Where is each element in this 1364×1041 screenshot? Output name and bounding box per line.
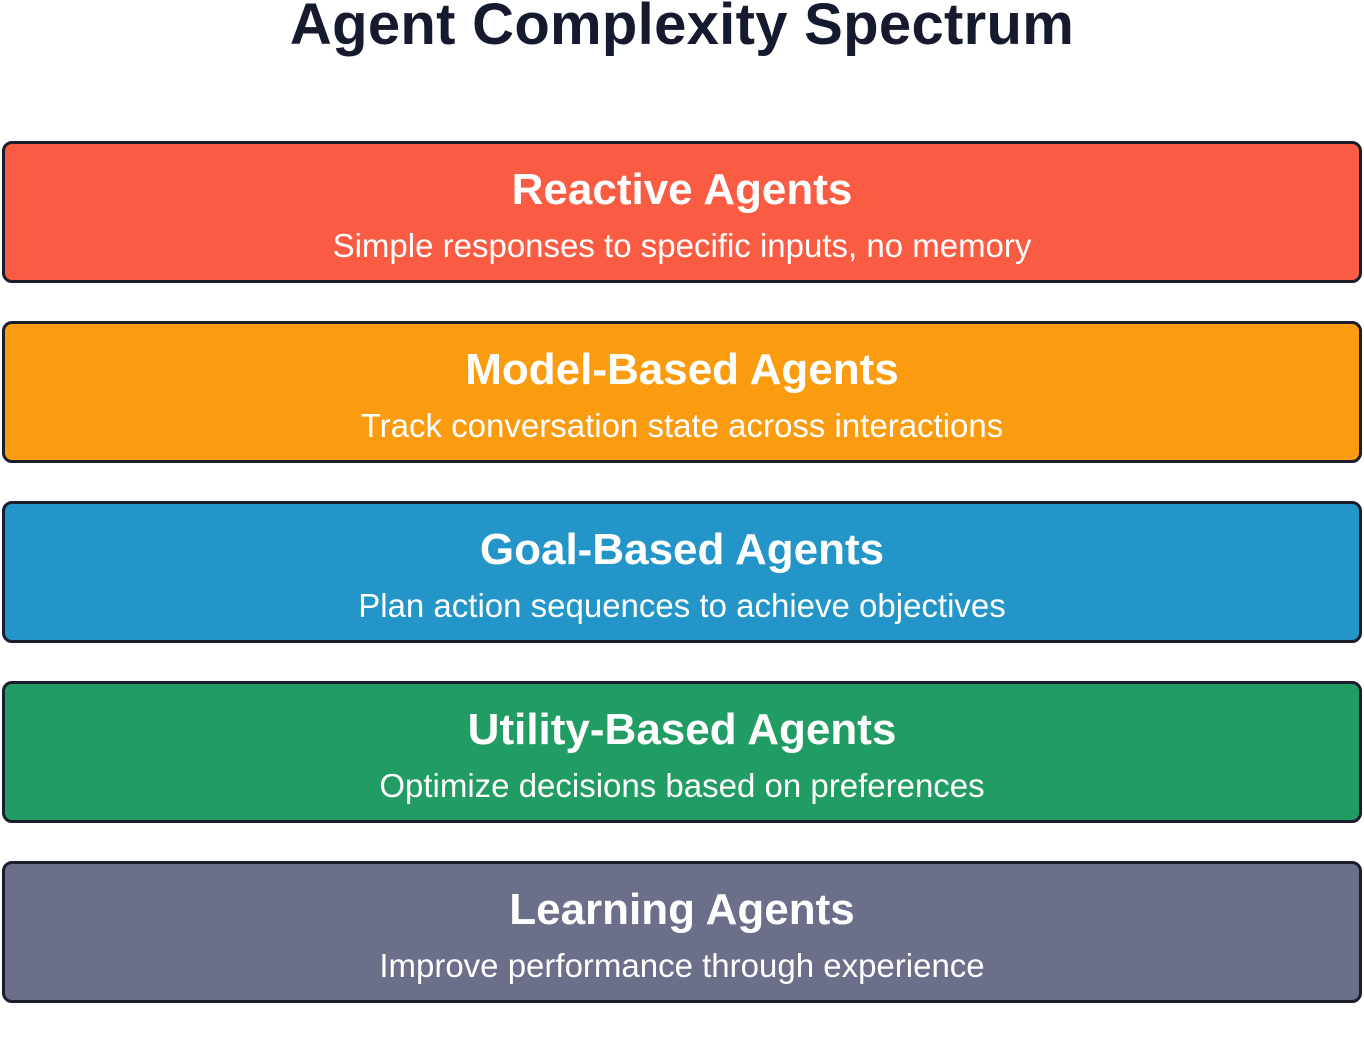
level-name: Model-Based Agents: [465, 345, 899, 394]
level-description: Plan action sequences to achieve objecti…: [358, 587, 1006, 624]
level-description: Improve performance through experience: [379, 947, 985, 984]
level-learning-agents: Learning Agents Improve performance thro…: [2, 861, 1362, 1003]
complexity-levels: Reactive Agents Simple responses to spec…: [2, 141, 1362, 1041]
level-name: Goal-Based Agents: [479, 525, 885, 574]
level-name: Utility-Based Agents: [467, 705, 897, 754]
level-goal-based-agents: Goal-Based Agents Plan action sequences …: [2, 501, 1362, 643]
level-name: Reactive Agents: [511, 165, 853, 214]
level-description: Track conversation state across interact…: [360, 407, 1004, 444]
level-name: Learning Agents: [509, 885, 855, 934]
level-model-based-agents: Model-Based Agents Track conversation st…: [2, 321, 1362, 463]
level-description: Simple responses to specific inputs, no …: [332, 227, 1032, 264]
diagram-title: Agent Complexity Spectrum: [289, 0, 1075, 57]
level-description: Optimize decisions based on preferences: [379, 767, 985, 804]
level-reactive-agents: Reactive Agents Simple responses to spec…: [2, 141, 1362, 283]
level-utility-based-agents: Utility-Based Agents Optimize decisions …: [2, 681, 1362, 823]
